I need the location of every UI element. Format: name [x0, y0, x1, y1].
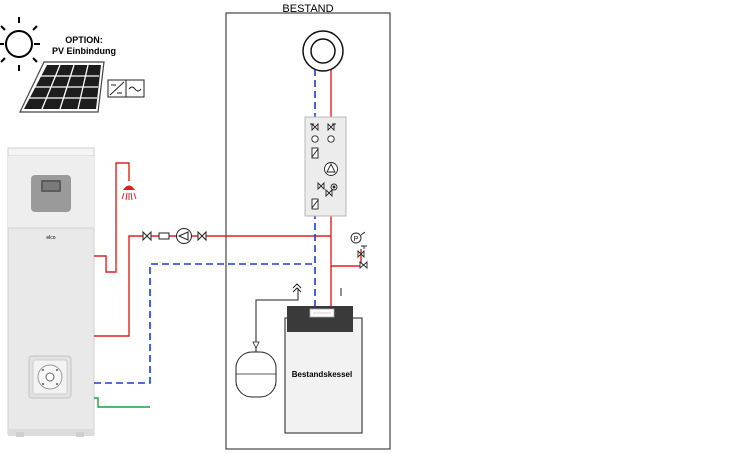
existing-system-title: BESTAND — [282, 3, 333, 15]
option-subtitle: PV Einbindung — [52, 46, 116, 56]
valve-icon — [311, 122, 319, 132]
radiator — [302, 30, 344, 72]
valve-icon — [357, 249, 365, 259]
green-line — [94, 397, 150, 408]
svg-text:P: P — [354, 236, 359, 243]
boiler-label: Bestandskessel — [292, 370, 352, 379]
valve-icon — [317, 181, 325, 191]
thermometer-icon — [327, 135, 335, 143]
pressure-gauge-icon: P — [350, 231, 368, 269]
brand-logo: elco — [46, 235, 55, 241]
inverter-icon — [107, 79, 145, 98]
pump-group — [304, 116, 347, 217]
flow-valve-group — [142, 228, 207, 244]
valve-icon — [142, 230, 152, 242]
control-panel — [31, 175, 71, 212]
shower-icon — [121, 185, 137, 201]
vent-icon — [292, 283, 302, 293]
option-title: OPTION: — [65, 35, 103, 45]
auxiliary-lines — [255, 288, 342, 343]
existing-boiler: Bestandskessel — [284, 306, 363, 434]
return-lines — [94, 56, 316, 384]
heat-pump-unit: elco — [7, 147, 95, 437]
expansion-vessel-icon — [235, 341, 277, 398]
display-module — [28, 355, 72, 399]
sun-icon — [0, 17, 40, 71]
valve-icon — [197, 230, 207, 242]
existing-system-frame — [225, 12, 391, 450]
thermometer-icon — [311, 135, 319, 143]
pv-panel-icon — [19, 61, 105, 113]
